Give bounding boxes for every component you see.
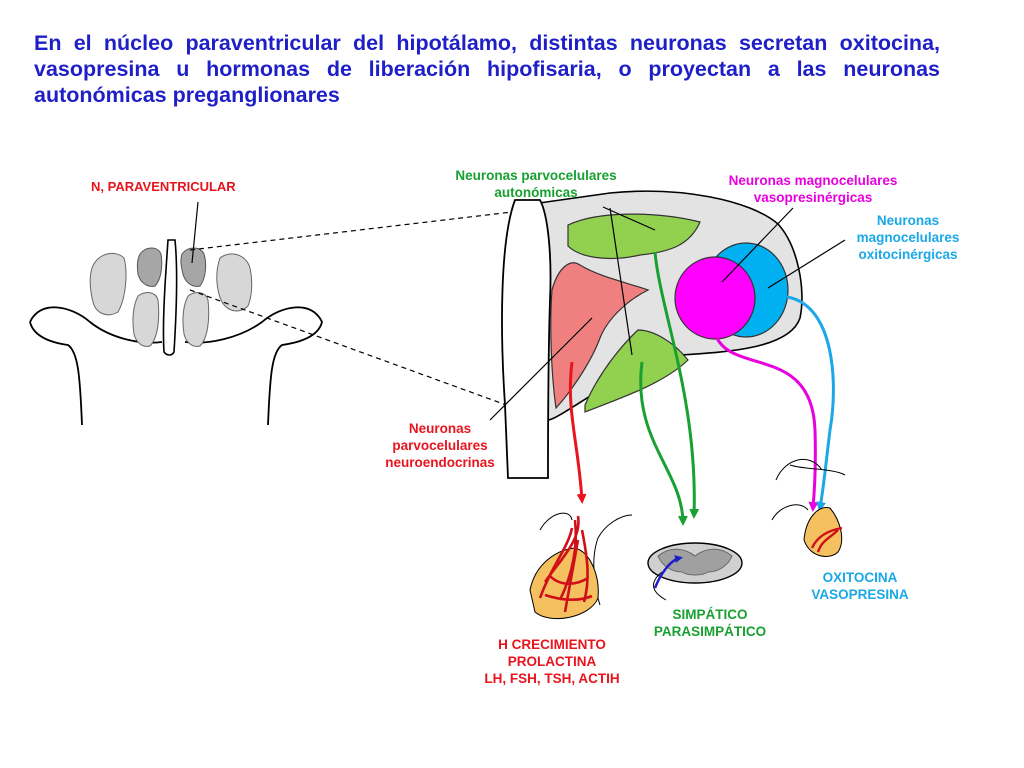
label-magnocellular-oxytocin: Neuronas magnocelulares oxitocinérgicas xyxy=(856,213,960,262)
posterior-vessels xyxy=(810,526,843,553)
label-posterior-pituitary-hormones: OXITOCINA VASOPRESINA xyxy=(811,570,909,602)
paraventricular-pointer xyxy=(191,201,199,264)
arrow-autonomic-upper xyxy=(653,251,700,519)
label-pointers xyxy=(489,206,846,421)
posterior-stalk-outline xyxy=(771,459,846,521)
label-autonomic-output: SIMPÁTICO PARASIMPÁTICO xyxy=(653,607,767,639)
arrow-neuroendocrine xyxy=(568,361,587,504)
nucleus-left-lower xyxy=(132,292,160,347)
label-magnocellular-vasopressin: Neuronas magnocelulares vasopresinérgica… xyxy=(728,173,898,205)
slide-title: En el núcleo paraventricular del hipotál… xyxy=(34,31,940,107)
projection-arrows xyxy=(568,251,835,526)
nucleus-left-lateral xyxy=(89,252,127,316)
brain-coronal-section xyxy=(29,239,323,426)
ventricle-wall xyxy=(501,199,552,479)
zoom-guide-top xyxy=(189,211,513,251)
zoom-guide-bottom xyxy=(189,289,521,411)
portal-vessels xyxy=(538,515,593,613)
spinal-nerve-root xyxy=(653,571,667,601)
arrow-oxytocin xyxy=(786,295,835,512)
label-paraventricular: N, PARAVENTRICULAR xyxy=(91,179,236,194)
label-anterior-pituitary-hormones: H CRECIMIENTO PROLACTINA LH, FSH, TSH, A… xyxy=(484,637,620,686)
arrow-autonomic-lower xyxy=(639,361,688,526)
anterior-pituitary xyxy=(529,512,633,619)
nucleus-right-lower xyxy=(182,292,210,347)
label-parvocellular-neuroendocrine: Neuronas parvocelulares neuroendocrinas xyxy=(385,421,495,470)
arrow-vasopressin xyxy=(714,335,819,512)
nucleus-right-pvn xyxy=(180,247,207,287)
posterior-pituitary xyxy=(771,459,846,557)
nucleus-right-lateral xyxy=(216,253,253,312)
parvo-autonomic-lower xyxy=(584,329,689,413)
third-ventricle xyxy=(162,239,178,356)
preganglionic-fiber xyxy=(653,555,683,589)
label-parvocellular-autonomic: Neuronas parvocelulares autonómicas xyxy=(455,168,617,200)
spinal-cord xyxy=(647,542,743,601)
magno-vasopressin-area xyxy=(674,256,756,340)
nucleus-left-pvn xyxy=(136,247,163,287)
